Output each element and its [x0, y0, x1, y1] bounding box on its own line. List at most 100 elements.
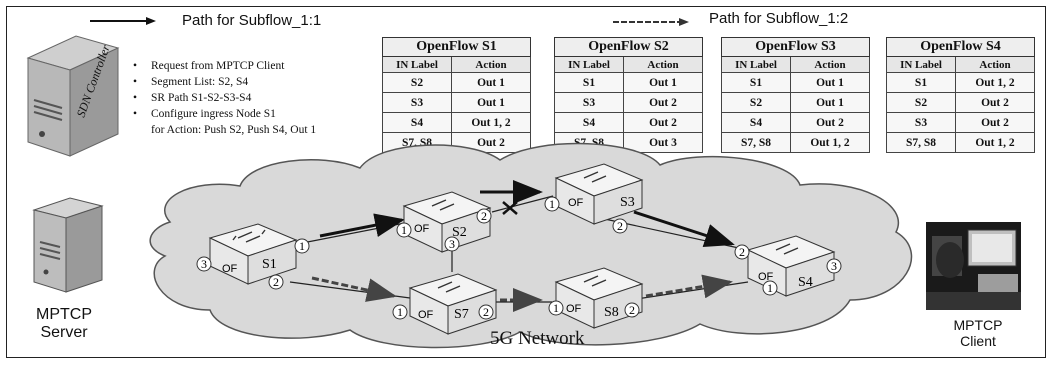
table-cell: S3	[886, 112, 956, 133]
table-title: OpenFlow S3	[721, 37, 870, 57]
svg-text:3: 3	[449, 237, 455, 251]
table-cell: Out 2	[451, 132, 531, 153]
port-s4-1: 1	[762, 280, 778, 296]
mptcp-client-photo-icon	[926, 222, 1021, 310]
link-failure-cross-icon	[502, 201, 518, 215]
switch-s1: OF S1	[208, 223, 298, 285]
table-cell: Out 2	[955, 92, 1035, 113]
svg-text:3: 3	[201, 257, 207, 271]
of-label: OF	[568, 197, 584, 209]
table-cell: Out 1	[790, 92, 870, 113]
col-header: Action	[955, 56, 1035, 73]
table-cell: Out 2	[623, 112, 703, 133]
table-cell: Out 1, 2	[955, 72, 1035, 93]
switch-s7: OF S7	[408, 273, 498, 335]
network-label: 5G Network	[490, 328, 585, 349]
of-label: OF	[222, 263, 238, 275]
table-cell: S7, S8	[886, 132, 956, 153]
client-label-line: MPTCP	[953, 317, 1003, 333]
port-s3-1: 1	[544, 196, 560, 212]
switch-label: S2	[452, 225, 467, 240]
switch-s4: OF S4	[746, 235, 836, 297]
table-cell: Out 1	[790, 72, 870, 93]
svg-text:1: 1	[299, 239, 305, 253]
legend-subflow2-label: Path for Subflow_1:2	[709, 10, 849, 27]
table-cell: Out 1	[451, 72, 531, 93]
svg-text:1: 1	[767, 281, 773, 295]
server-label: MPTCP Server	[24, 306, 104, 342]
table-cell: S7, S8	[721, 132, 791, 153]
port-s4-2: 2	[734, 244, 750, 260]
table-cell: Out 2	[955, 112, 1035, 133]
server-label-line: MPTCP	[36, 306, 92, 323]
switch-label: S3	[620, 195, 635, 210]
request-item: SR Path S1-S2-S3-S4	[133, 90, 316, 106]
port-s3-2: 2	[612, 218, 628, 234]
port-s2-1: 1	[396, 222, 412, 238]
subflow1-arrow-s3-s4	[633, 210, 735, 248]
of-label: OF	[758, 271, 774, 283]
legend-subflow1-label: Path for Subflow_1:1	[182, 12, 322, 29]
sdn-controller-icon: SDN Controller	[26, 35, 120, 157]
mptcp-server-icon	[32, 197, 104, 293]
port-markers: 3 1 2 1 2 3 1 2 2 3 1 1 2 1 2	[196, 196, 842, 320]
switch-label: S4	[798, 275, 813, 290]
svg-text:2: 2	[273, 275, 279, 289]
server-label-line: Server	[40, 324, 88, 341]
switch-label: S8	[604, 305, 619, 320]
table-cell: Out 1, 2	[451, 112, 531, 133]
svg-text:1: 1	[549, 197, 555, 211]
svg-text:2: 2	[629, 303, 635, 317]
legend-solid-arrow-icon	[90, 17, 156, 25]
legend-dashed-arrow-icon	[613, 18, 689, 26]
port-s7-1: 1	[392, 304, 408, 320]
request-list: Request from MPTCP Client Segment List: …	[133, 58, 316, 138]
table-cell: Out 3	[623, 132, 703, 153]
of-label: OF	[418, 309, 434, 321]
port-s1-3: 3	[196, 256, 212, 272]
subflow2-arrow-s1-s7	[311, 276, 397, 302]
svg-text:2: 2	[739, 245, 745, 259]
subflow1-arrow-s1-s2	[319, 213, 405, 238]
client-label-line: Client	[960, 333, 996, 349]
figure-frame	[6, 6, 1046, 358]
port-s1-1: 1	[294, 238, 310, 254]
col-header: IN Label	[721, 56, 791, 73]
switch-label: S7	[454, 307, 469, 322]
port-s8-2: 2	[624, 302, 640, 318]
request-item: Configure ingress Node S1	[133, 106, 316, 122]
switch-s3: OF S3	[554, 163, 644, 225]
table-cell: Out 1, 2	[955, 132, 1035, 153]
svg-text:3: 3	[831, 259, 837, 273]
port-s2-2: 2	[476, 208, 492, 224]
request-item: Segment List: S2, S4	[133, 74, 316, 90]
svg-text:2: 2	[481, 209, 487, 223]
svg-text:1: 1	[397, 305, 403, 319]
table-cell: S1	[721, 72, 791, 93]
of-label: OF	[566, 303, 582, 315]
port-s1-2: 2	[268, 274, 284, 290]
request-item: Request from MPTCP Client	[133, 58, 316, 74]
switch-s2: OF S2	[402, 191, 492, 253]
port-s4-3: 3	[826, 258, 842, 274]
port-s8-1: 1	[548, 300, 564, 316]
table-cell: Out 1, 2	[790, 132, 870, 153]
col-header: Action	[790, 56, 870, 73]
svg-text:2: 2	[483, 305, 489, 319]
